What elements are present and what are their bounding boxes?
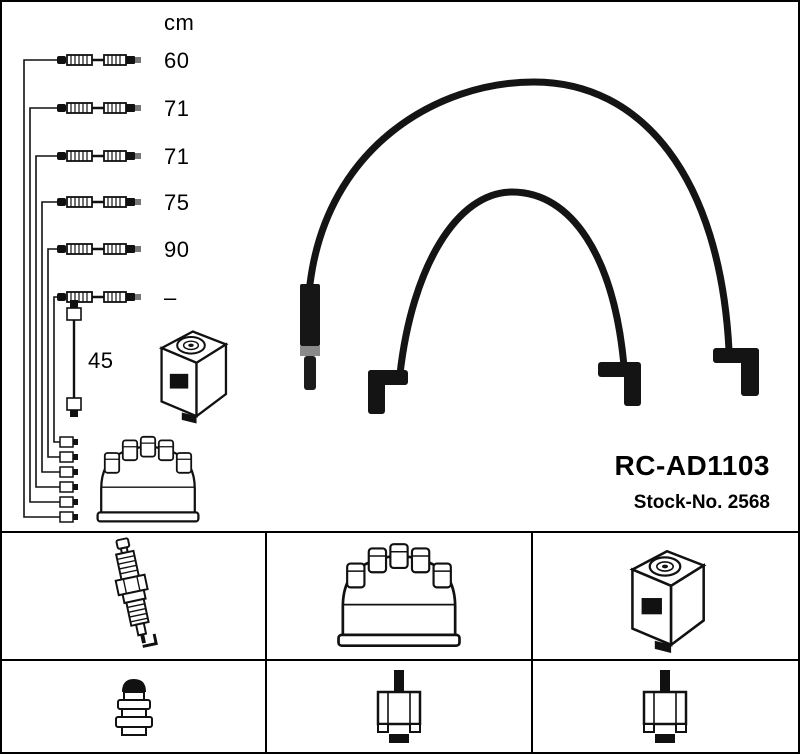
ignition-coil-drawing xyxy=(160,330,228,425)
grid-cell-distributor-cap xyxy=(267,533,533,661)
ignition-cable-long xyxy=(306,78,733,354)
angle-boot xyxy=(598,362,641,406)
angle-boot xyxy=(713,348,759,396)
coil-connector-drawing xyxy=(300,284,320,390)
cable-length-label: 75 xyxy=(164,190,190,215)
ignition-coil-icon xyxy=(631,549,706,653)
grid-cell-plug-boot xyxy=(267,661,533,752)
stock-number: Stock-No. 2568 xyxy=(633,492,770,513)
cable-drawing xyxy=(57,242,143,256)
unit-label: cm xyxy=(164,10,195,35)
distributor-cap-drawing xyxy=(96,435,200,523)
cable-length-label: 60 xyxy=(164,48,190,73)
cable-length-label: 71 xyxy=(164,144,190,169)
cable-length-label: 71 xyxy=(164,96,190,121)
cable-drawing xyxy=(57,53,143,67)
terminal-connector-icon xyxy=(114,677,153,736)
distributor-cap-icon xyxy=(337,542,461,648)
ignition-cable-short xyxy=(396,188,628,378)
connector-cluster xyxy=(59,436,78,523)
coil-boot-icon xyxy=(643,669,688,744)
cable-drawing xyxy=(57,149,143,163)
parts-grid xyxy=(2,531,798,752)
grid-cell-ignition-coil xyxy=(532,533,798,661)
product-code: RC-AD1103 xyxy=(614,450,770,481)
cable-length-label: 90 xyxy=(164,237,190,262)
grid-cell-terminal-connector xyxy=(2,661,268,752)
grid-cell-spark-plug xyxy=(2,533,268,661)
cable-drawing xyxy=(57,101,143,115)
plug-boot-icon xyxy=(376,669,422,744)
grid-cell-coil-boot xyxy=(533,661,798,752)
cable-drawing xyxy=(57,195,143,209)
coil-lead-drawing xyxy=(66,300,82,417)
cable-length-label: – xyxy=(164,285,177,310)
cable-drawing xyxy=(57,290,143,304)
coil-lead-length-label: 45 xyxy=(88,348,114,373)
wiring-length-diagram xyxy=(23,53,228,523)
bracket-lines xyxy=(23,59,60,518)
spark-plug-icon xyxy=(105,534,161,651)
ignition-cables-photo xyxy=(300,78,759,414)
